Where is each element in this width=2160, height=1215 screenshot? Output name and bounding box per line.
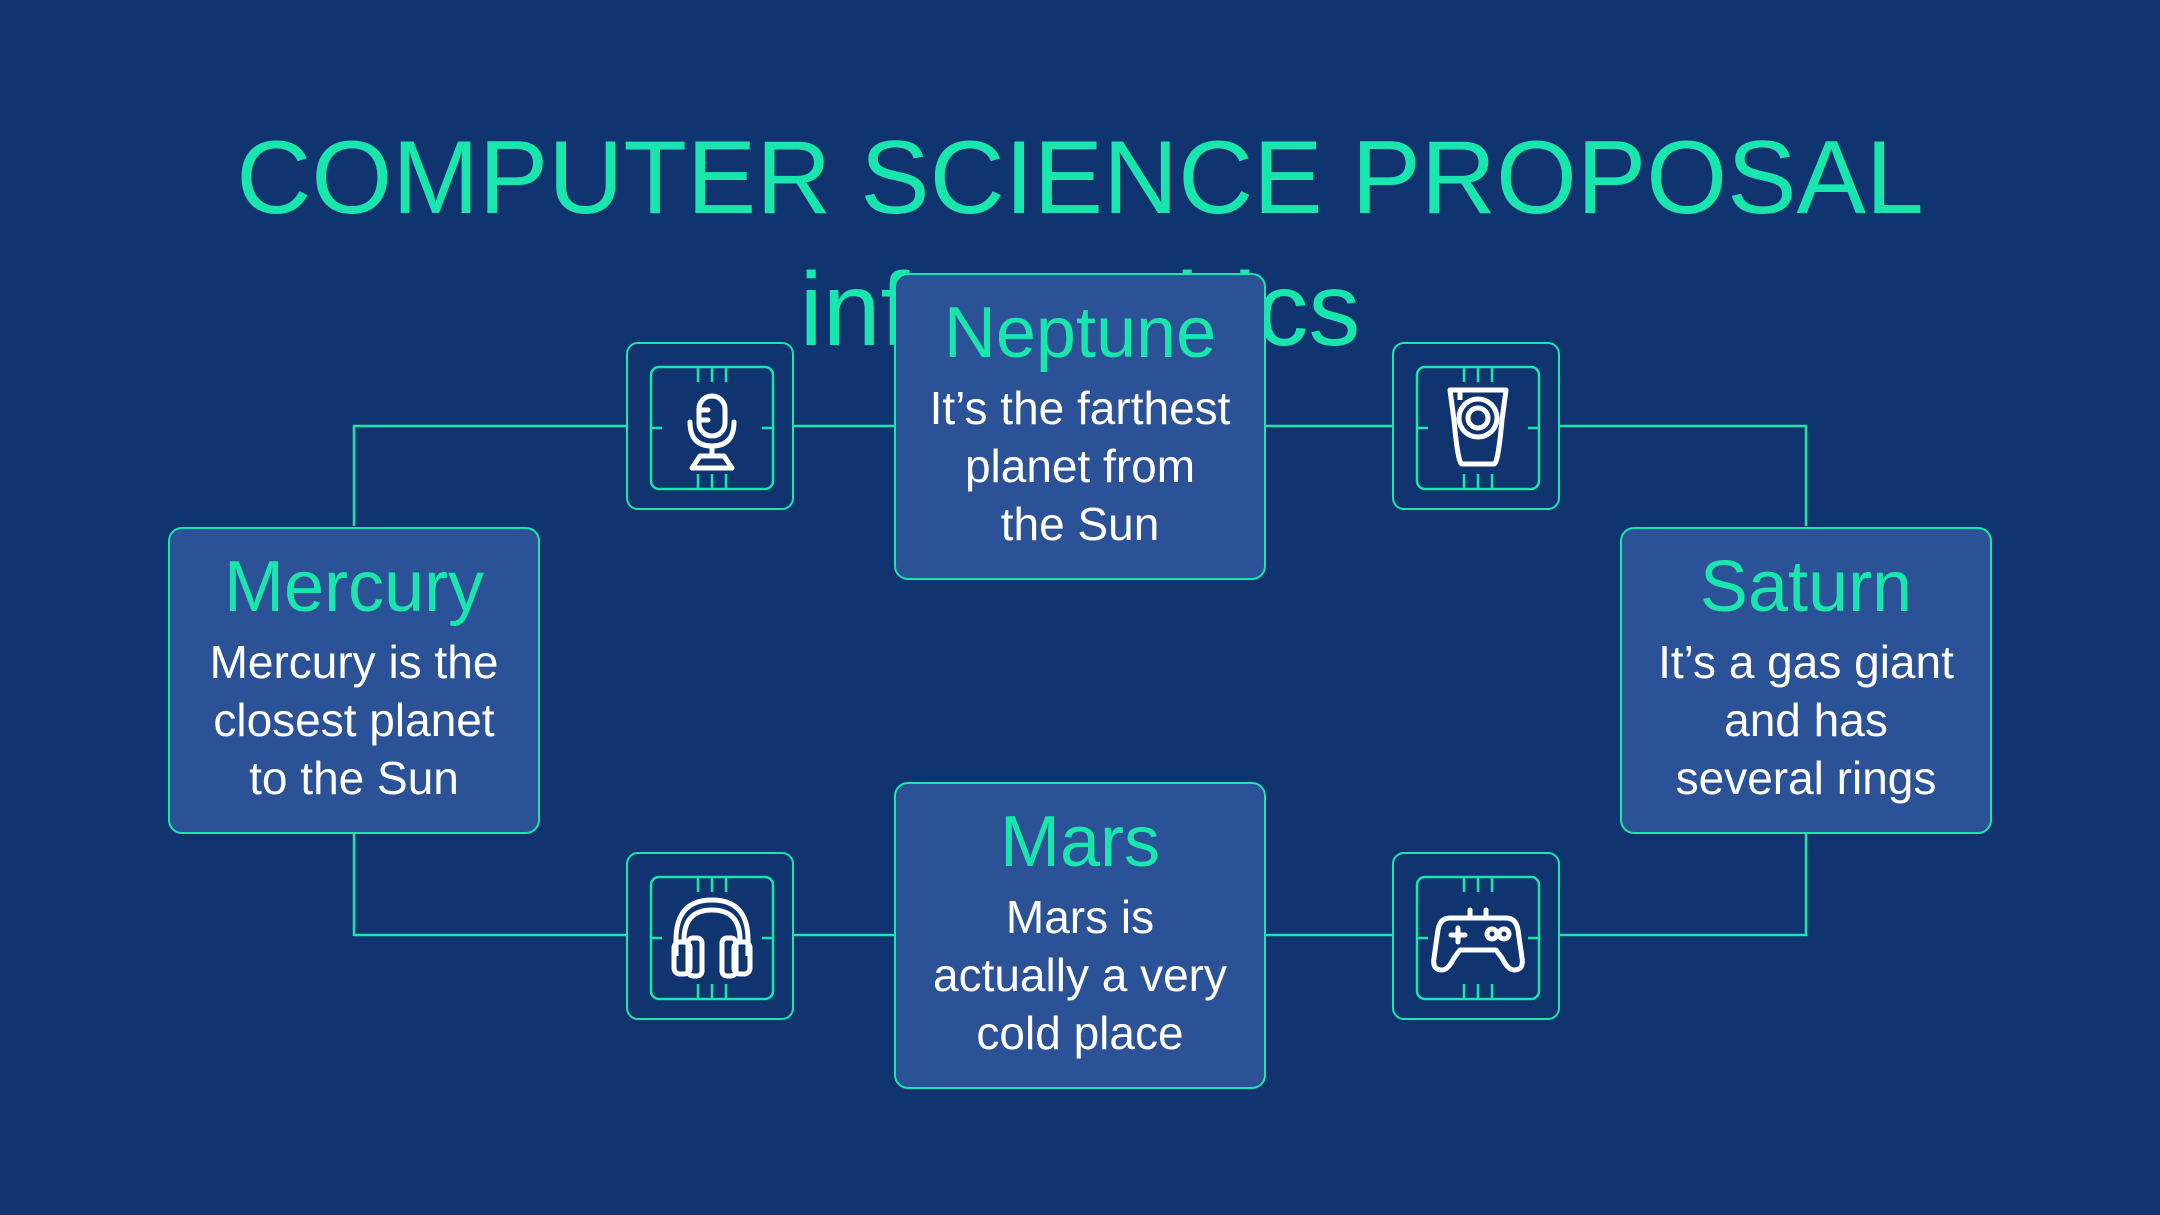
gamepad-icon	[1415, 875, 1541, 1001]
chip-bottom-right	[1392, 852, 1560, 1020]
card-text-line: Mars is	[1005, 891, 1155, 943]
card-text-line: It’s the farthest	[929, 382, 1231, 434]
card-text-line: It’s a gas giant	[1658, 636, 1954, 688]
card-text-line: and has	[1724, 694, 1888, 746]
card-saturn: Saturn It’s a gas giant and has several …	[1620, 527, 1992, 834]
card-text-line: to the Sun	[249, 752, 459, 804]
card-text: It’s the farthest planet from the Sun	[896, 379, 1264, 553]
card-text: It’s a gas giant and has several rings	[1622, 633, 1990, 807]
card-text: Mercury is the closest planet to the Sun	[170, 633, 538, 807]
card-heading: Mercury	[223, 547, 484, 627]
card-text-line: closest planet	[213, 694, 495, 746]
card-heading: Mars	[1000, 802, 1160, 882]
chip-top-right	[1392, 342, 1560, 510]
card-text-line: Mercury is the	[209, 636, 499, 688]
headphones-icon	[649, 875, 775, 1001]
webcam-icon	[1415, 365, 1541, 491]
card-mercury: Mercury Mercury is the closest planet to…	[168, 527, 540, 834]
card-text: Mars is actually a very cold place	[896, 888, 1264, 1062]
microphone-icon	[649, 365, 775, 491]
card-text-line: actually a very	[932, 949, 1227, 1001]
slide-title: COMPUTER SCIENCE PROPOSAL	[236, 120, 1924, 236]
chip-top-left	[626, 342, 794, 510]
card-text-line: several rings	[1675, 752, 1937, 804]
card-text-line: planet from	[964, 440, 1196, 492]
card-neptune: Neptune It’s the farthest planet from th…	[894, 273, 1266, 580]
card-text-line: cold place	[976, 1007, 1184, 1059]
card-heading: Saturn	[1699, 547, 1913, 627]
card-text-line: the Sun	[1000, 498, 1160, 550]
chip-bottom-left	[626, 852, 794, 1020]
card-mars: Mars Mars is actually a very cold place	[894, 782, 1266, 1089]
card-heading: Neptune	[943, 293, 1217, 373]
